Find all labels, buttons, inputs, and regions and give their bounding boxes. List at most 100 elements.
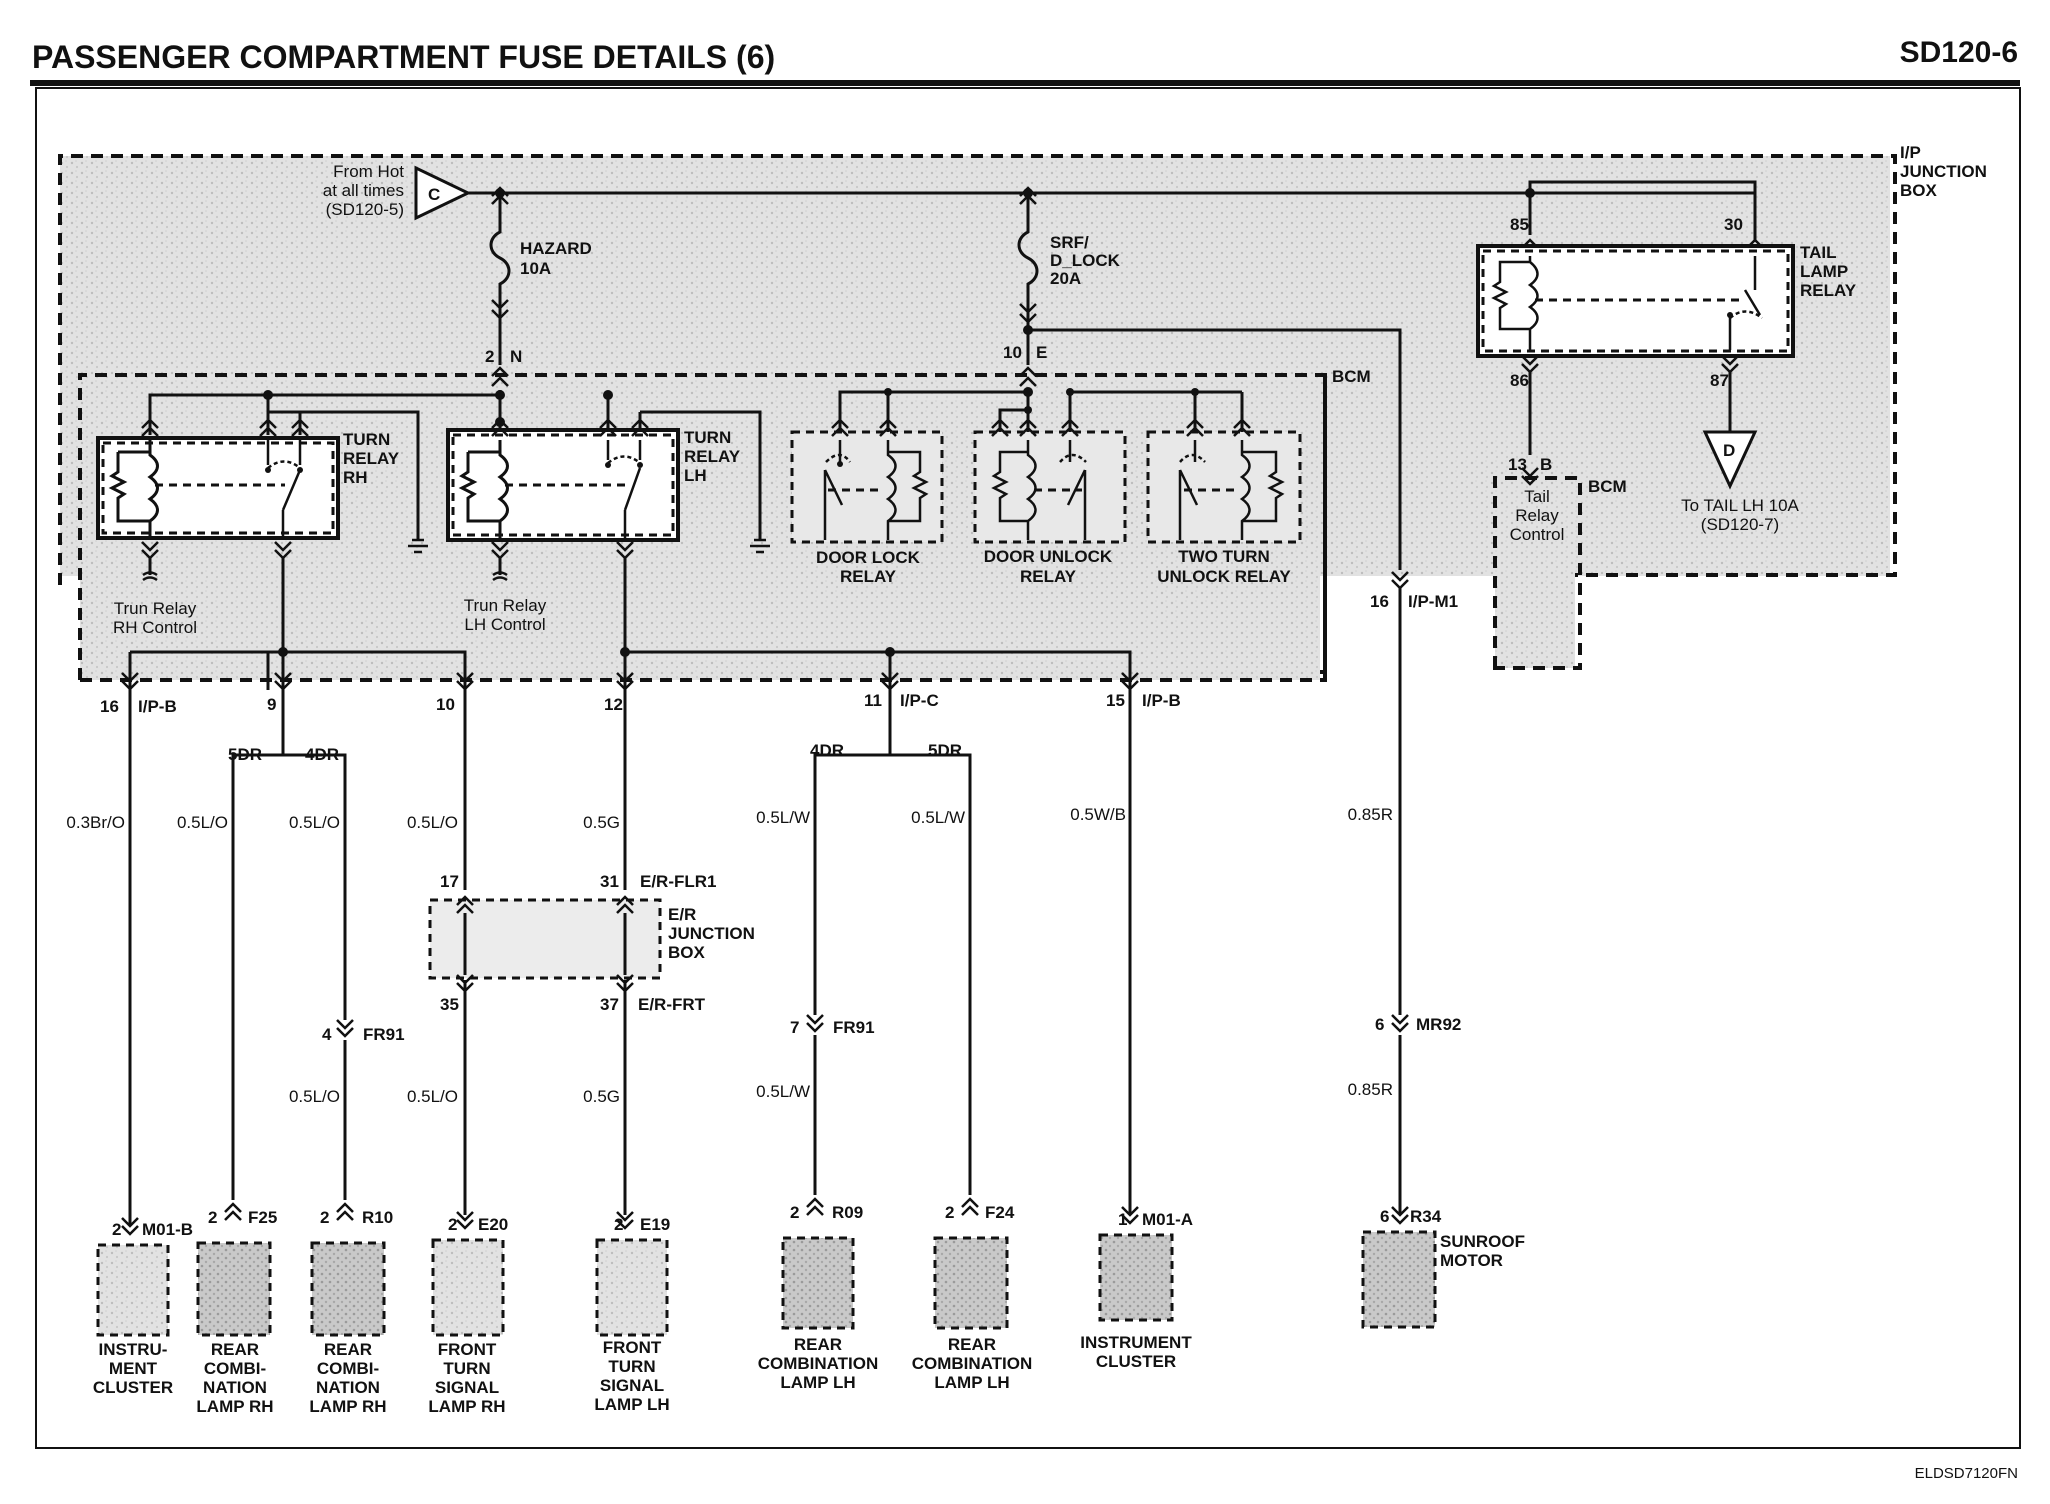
svg-text:0.5L/O: 0.5L/O: [407, 1087, 458, 1106]
svg-text:NATION: NATION: [316, 1378, 380, 1397]
svg-text:at all times: at all times: [323, 181, 404, 200]
svg-text:LAMP LH: LAMP LH: [934, 1373, 1009, 1392]
page-reference: SD120-6: [1900, 36, 2018, 69]
svg-text:SIGNAL: SIGNAL: [600, 1376, 664, 1395]
svg-text:To TAIL LH 10A: To TAIL LH 10A: [1681, 496, 1799, 515]
svg-text:LAMP: LAMP: [1800, 262, 1848, 281]
frame-border: [35, 87, 2021, 1449]
svg-text:LAMP LH: LAMP LH: [780, 1373, 855, 1392]
svg-text:0.85R: 0.85R: [1348, 805, 1393, 824]
svg-text:REAR: REAR: [211, 1340, 259, 1359]
two-turn-unlock-relay-box: [1146, 430, 1302, 544]
svg-text:D_LOCK: D_LOCK: [1050, 251, 1121, 270]
turn-relay-lh-control-label: Trun Relay LH Control: [464, 596, 547, 634]
pin-85: 85: [1510, 215, 1529, 234]
svg-text:2: 2: [208, 1208, 217, 1227]
svg-text:CLUSTER: CLUSTER: [1096, 1352, 1176, 1371]
svg-text:MOTOR: MOTOR: [1440, 1251, 1503, 1270]
svg-text:SUNROOF: SUNROOF: [1440, 1232, 1525, 1251]
svg-text:TURN: TURN: [608, 1357, 655, 1376]
svg-text:JUNCTION: JUNCTION: [668, 924, 755, 943]
svg-text:0.5G: 0.5G: [583, 813, 620, 832]
turn-relay-rh-label: TURN RELAY RH: [343, 430, 400, 487]
component-rear-combination-lamp-rh-f25: 2 F25 REAR COMBI- NATION LAMP RH: [196, 1202, 277, 1416]
svg-text:MENT: MENT: [109, 1359, 158, 1378]
svg-text:SRF/: SRF/: [1050, 233, 1089, 252]
connector-7-name: I/P-M1: [1408, 592, 1458, 611]
svg-text:5DR: 5DR: [928, 741, 962, 760]
svg-text:6: 6: [1380, 1207, 1389, 1226]
srf-dlock-fuse-label: SRF/ D_LOCK 20A: [1050, 233, 1121, 288]
svg-text:RELAY: RELAY: [343, 449, 400, 468]
svg-text:Control: Control: [1510, 525, 1565, 544]
svg-text:0.5L/O: 0.5L/O: [177, 813, 228, 832]
svg-text:0.5L/W: 0.5L/W: [756, 808, 810, 827]
pin-n-number: 2: [485, 347, 494, 366]
svg-text:4DR: 4DR: [810, 741, 844, 760]
svg-text:LAMP RH: LAMP RH: [196, 1397, 273, 1416]
svg-text:RELAY: RELAY: [840, 567, 897, 586]
door-lock-relay-label: DOOR LOCK RELAY: [816, 548, 921, 586]
component-sunroof-motor: 6 R34 SUNROOF MOTOR: [1361, 1206, 1525, 1329]
wire-color-labels: 0.3Br/O 0.5L/O 0.5L/O 0.5L/O 0.5G 0.5L/W…: [66, 805, 1393, 1106]
svg-text:20A: 20A: [1050, 269, 1081, 288]
svg-text:REAR: REAR: [948, 1335, 996, 1354]
er-pin-17: 17: [440, 872, 459, 891]
bcm-label: BCM: [1332, 367, 1371, 386]
connector-2-number: 9: [267, 695, 276, 714]
svg-text:TWO TURN: TWO TURN: [1178, 547, 1270, 566]
title-rule: [30, 80, 2020, 86]
component-instrument-cluster-m01a: 1 M01-A INSTRUMENT CLUSTER: [1080, 1206, 1193, 1371]
connector-5-number: 11: [864, 691, 882, 710]
svg-text:LAMP LH: LAMP LH: [594, 1395, 669, 1414]
inline-mr92-number: 6: [1375, 1015, 1384, 1034]
svg-text:2: 2: [448, 1215, 457, 1234]
svg-text:5DR: 5DR: [228, 745, 262, 764]
svg-text:REAR: REAR: [794, 1335, 842, 1354]
connector-7-number: 16: [1370, 592, 1389, 611]
svg-text:0.5W/B: 0.5W/B: [1070, 805, 1126, 824]
svg-text:I/P: I/P: [1900, 143, 1921, 162]
door-unlock-relay-box: [973, 430, 1127, 544]
connector-3-number: 10: [436, 695, 455, 714]
inline-mr92: MR92: [1416, 1015, 1461, 1034]
door-unlock-relay-label: DOOR UNLOCK RELAY: [984, 547, 1113, 586]
connector-1-number: 16: [100, 697, 119, 716]
door-lock-relay-box: [790, 430, 944, 544]
svg-text:0.3Br/O: 0.3Br/O: [66, 813, 125, 832]
pin-86: 86: [1510, 371, 1529, 390]
svg-text:HAZARD: HAZARD: [520, 239, 592, 258]
connector-c-label: C: [428, 185, 440, 204]
svg-text:CLUSTER: CLUSTER: [93, 1378, 173, 1397]
diagram-title: PASSENGER COMPARTMENT FUSE DETAILS (6): [32, 39, 775, 75]
connector-4-number: 12: [604, 695, 623, 714]
svg-text:SIGNAL: SIGNAL: [435, 1378, 499, 1397]
svg-text:LAMP RH: LAMP RH: [428, 1397, 505, 1416]
pin-b-letter: B: [1540, 455, 1552, 474]
svg-text:E19: E19: [640, 1215, 670, 1234]
inline-fr91-a-number: 4: [322, 1025, 332, 1044]
svg-text:0.5L/O: 0.5L/O: [289, 813, 340, 832]
turn-relay-rh-control-label: Trun Relay RH Control: [113, 599, 197, 637]
connector-6-name: I/P-B: [1142, 691, 1181, 710]
svg-text:2: 2: [614, 1215, 623, 1234]
er-junction-box: [428, 898, 662, 980]
branch-labels: 5DR 4DR 4DR 5DR: [228, 741, 962, 764]
svg-text:TURN: TURN: [343, 430, 390, 449]
er-flr1-label: E/R-FLR1: [640, 872, 717, 891]
connector-6-number: 15: [1106, 691, 1125, 710]
to-tail-label: To TAIL LH 10A (SD120-7): [1681, 496, 1799, 534]
svg-text:TAIL: TAIL: [1800, 243, 1837, 262]
inline-fr91-a: FR91: [363, 1025, 405, 1044]
component-rear-combination-lamp-rh-r10: 2 R10 REAR COMBI- NATION LAMP RH: [309, 1202, 393, 1416]
svg-text:R34: R34: [1410, 1207, 1442, 1226]
connector-5-name: I/P-C: [900, 691, 939, 710]
svg-text:4DR: 4DR: [305, 745, 339, 764]
svg-text:TURN: TURN: [443, 1359, 490, 1378]
component-rear-combination-lamp-lh-f24: 2 F24 REAR COMBINATION LAMP LH: [912, 1197, 1032, 1392]
pin-e-number: 10: [1003, 343, 1022, 362]
bcm-outline-bottom: [80, 372, 1327, 682]
svg-text:(SD120-7): (SD120-7): [1701, 515, 1779, 534]
svg-text:M01-A: M01-A: [1142, 1210, 1193, 1229]
